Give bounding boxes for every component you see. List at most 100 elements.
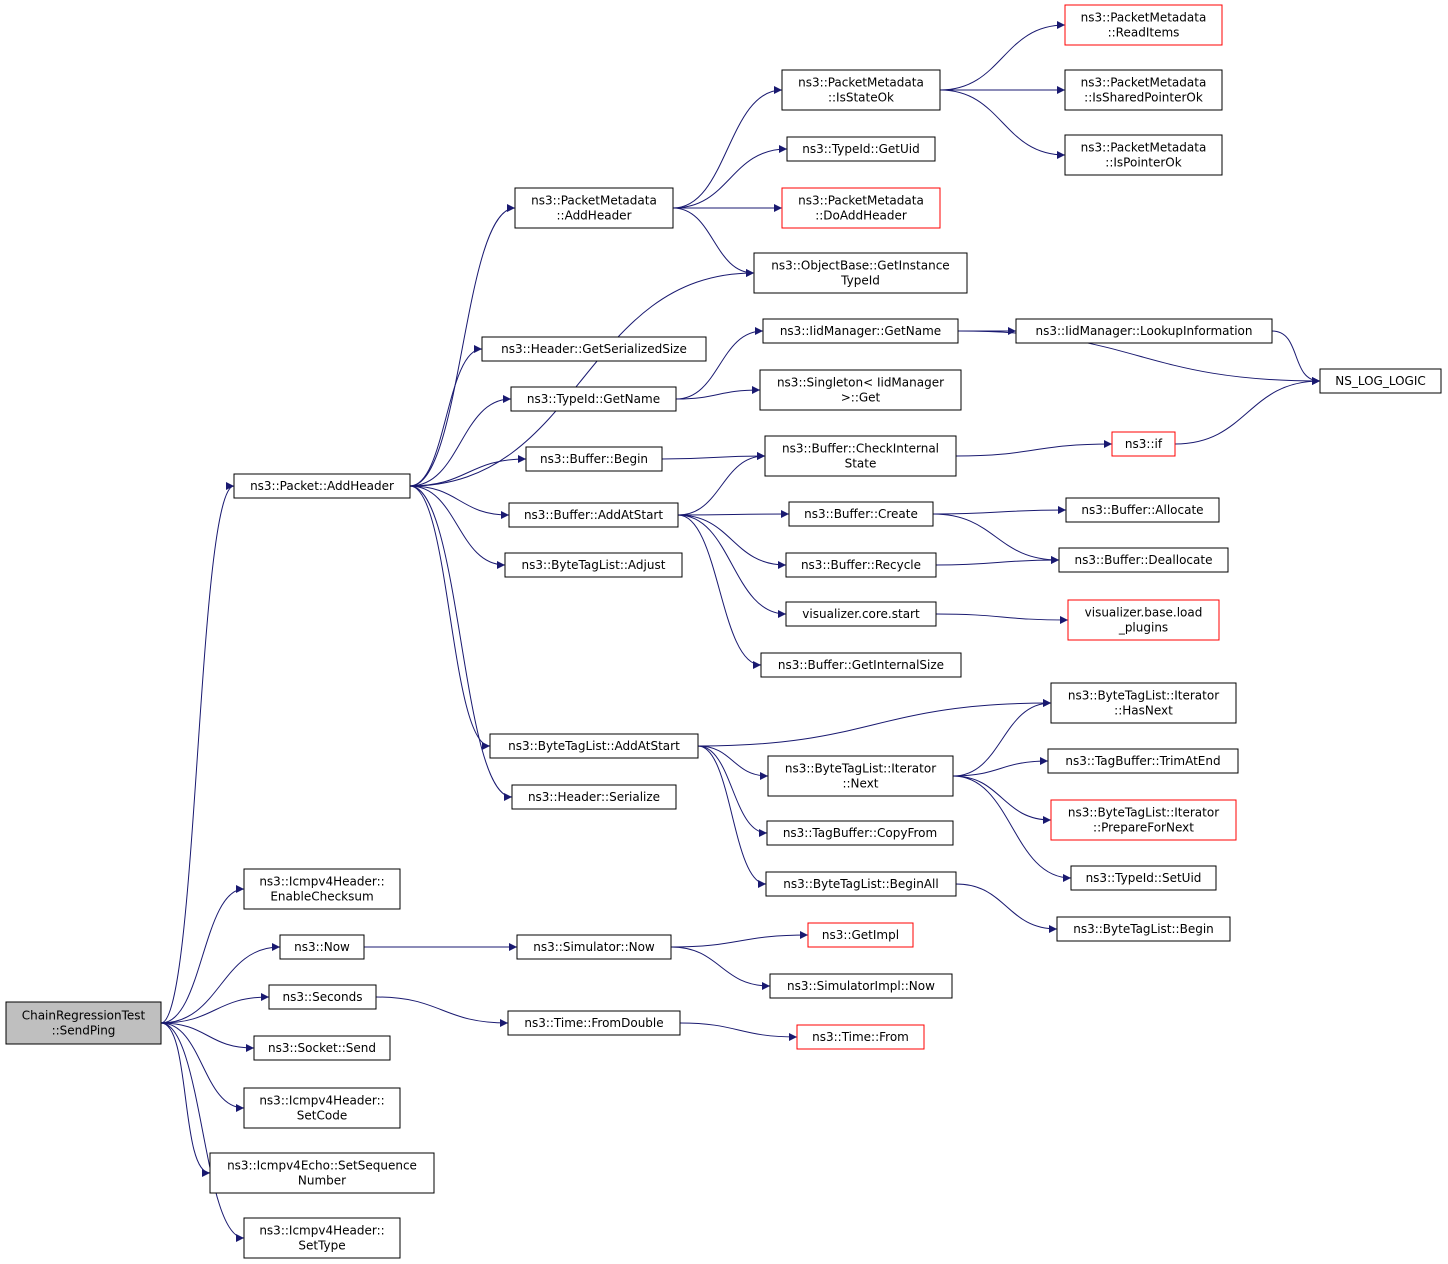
node-simimpl_now[interactable]: ns3::SimulatorImpl::Now	[769, 973, 953, 999]
node-box-icmp_settype[interactable]	[243, 1217, 401, 1259]
node-box-sim_now[interactable]	[516, 934, 672, 960]
node-typeid_getname[interactable]: ns3::TypeId::GetName	[510, 386, 677, 412]
node-box-hdr_serialize[interactable]	[511, 784, 677, 810]
node-sim_now[interactable]: ns3::Simulator::Now	[516, 934, 672, 960]
node-box-iid_getname[interactable]	[762, 318, 959, 344]
node-buffer_recycle[interactable]: ns3::Buffer::Recycle	[785, 552, 937, 578]
node-tagbuf_trimatend[interactable]: ns3::TagBuffer::TrimAtEnd	[1047, 748, 1239, 774]
node-box-socket_send[interactable]	[253, 1035, 391, 1061]
node-hdr_serialize[interactable]: ns3::Header::Serialize	[511, 784, 677, 810]
node-root[interactable]: ChainRegressionTest::SendPing	[5, 1001, 162, 1045]
node-box-vis_base_loadplugins[interactable]	[1067, 599, 1220, 641]
node-box-pm_readitems[interactable]	[1064, 4, 1223, 46]
node-box-icmp_setcode[interactable]	[243, 1087, 401, 1129]
node-buffer_addatstart[interactable]: ns3::Buffer::AddAtStart	[508, 502, 679, 528]
node-getimpl[interactable]: ns3::GetImpl	[807, 922, 914, 948]
node-box-buffer_begin[interactable]	[525, 446, 663, 472]
node-icmp_settype[interactable]: ns3::Icmpv4Header::SetType	[243, 1217, 401, 1259]
node-icmp_enablechecksum[interactable]: ns3::Icmpv4Header::EnableChecksum	[243, 868, 401, 910]
node-box-ob_getinstancetypeid[interactable]	[753, 252, 968, 294]
node-box-ns_log_logic[interactable]	[1319, 368, 1442, 394]
node-box-buffer_recycle[interactable]	[785, 552, 937, 578]
node-box-ns3_if[interactable]	[1111, 431, 1176, 457]
node-hdr_getsersize[interactable]: ns3::Header::GetSerializedSize	[481, 336, 707, 362]
node-box-pm_issharedptrok[interactable]	[1064, 69, 1223, 111]
node-pm_addheader[interactable]: ns3::PacketMetadata::AddHeader	[514, 187, 674, 229]
node-box-btl_iter_hasnext[interactable]	[1050, 682, 1237, 724]
node-box-btl_iter_preparefornext[interactable]	[1050, 799, 1237, 841]
node-box-tagbuf_copyfrom[interactable]	[766, 820, 954, 846]
node-pm_isptrok[interactable]: ns3::PacketMetadata::IsPointerOk	[1064, 134, 1223, 176]
node-box-iid_lookupinfo[interactable]	[1015, 318, 1273, 344]
node-box-buffer_checkinternal[interactable]	[764, 435, 957, 477]
node-box-pm_isstateok[interactable]	[781, 69, 941, 111]
node-tagbuf_copyfrom[interactable]: ns3::TagBuffer::CopyFrom	[766, 820, 954, 846]
node-box-pm_doaddheader[interactable]	[781, 187, 941, 229]
node-time_from[interactable]: ns3::Time::From	[796, 1024, 925, 1050]
node-box-pm_addheader[interactable]	[514, 187, 674, 229]
node-box-echo_setseq[interactable]	[209, 1152, 435, 1194]
node-btl_adjust[interactable]: ns3::ByteTagList::Adjust	[504, 552, 683, 578]
node-box-btl_beginall[interactable]	[765, 871, 957, 897]
node-box-typeid_getname[interactable]	[510, 386, 677, 412]
node-time_fromdouble[interactable]: ns3::Time::FromDouble	[507, 1010, 681, 1036]
node-box-tagbuf_trimatend[interactable]	[1047, 748, 1239, 774]
node-box-btl_addatstart[interactable]	[489, 733, 699, 759]
node-box-btl_adjust[interactable]	[504, 552, 683, 578]
node-btl_begin[interactable]: ns3::ByteTagList::Begin	[1056, 916, 1231, 942]
node-buffer_deallocate[interactable]: ns3::Buffer::Deallocate	[1058, 547, 1229, 573]
node-box-seconds[interactable]	[268, 984, 377, 1010]
node-box-singleton_get[interactable]	[759, 369, 962, 411]
node-buffer_begin[interactable]: ns3::Buffer::Begin	[525, 446, 663, 472]
node-buffer_allocate[interactable]: ns3::Buffer::Allocate	[1065, 497, 1220, 523]
node-box-icmp_enablechecksum[interactable]	[243, 868, 401, 910]
node-box-buffer_addatstart[interactable]	[508, 502, 679, 528]
node-btl_addatstart[interactable]: ns3::ByteTagList::AddAtStart	[489, 733, 699, 759]
node-box-pkt_addheader[interactable]	[233, 473, 411, 499]
node-pm_readitems[interactable]: ns3::PacketMetadata::ReadItems	[1064, 4, 1223, 46]
node-box-now[interactable]	[279, 934, 365, 960]
node-box-simimpl_now[interactable]	[769, 973, 953, 999]
node-pm_doaddheader[interactable]: ns3::PacketMetadata::DoAddHeader	[781, 187, 941, 229]
node-btl_beginall[interactable]: ns3::ByteTagList::BeginAll	[765, 871, 957, 897]
node-box-buffer_create[interactable]	[788, 501, 934, 527]
node-box-buffer_getinternalsize[interactable]	[760, 652, 962, 678]
node-box-getimpl[interactable]	[807, 922, 914, 948]
node-btl_iter_next[interactable]: ns3::ByteTagList::Iterator::Next	[767, 755, 954, 797]
node-box-typeid_setuid[interactable]	[1070, 865, 1217, 891]
node-box-hdr_getsersize[interactable]	[481, 336, 707, 362]
node-buffer_getinternalsize[interactable]: ns3::Buffer::GetInternalSize	[760, 652, 962, 678]
node-box-buffer_allocate[interactable]	[1065, 497, 1220, 523]
node-icmp_setcode[interactable]: ns3::Icmpv4Header::SetCode	[243, 1087, 401, 1129]
node-btl_iter_preparefornext[interactable]: ns3::ByteTagList::Iterator::PrepareForNe…	[1050, 799, 1237, 841]
node-vis_base_loadplugins[interactable]: visualizer.base.load_plugins	[1067, 599, 1220, 641]
node-typeid_setuid[interactable]: ns3::TypeId::SetUid	[1070, 865, 1217, 891]
node-typeid_getuid[interactable]: ns3::TypeId::GetUid	[786, 136, 936, 162]
node-ns_log_logic[interactable]: NS_LOG_LOGIC	[1319, 368, 1442, 394]
node-box-typeid_getuid[interactable]	[786, 136, 936, 162]
node-ns3_if[interactable]: ns3::if	[1111, 431, 1176, 457]
node-box-btl_begin[interactable]	[1056, 916, 1231, 942]
node-box-buffer_deallocate[interactable]	[1058, 547, 1229, 573]
node-box-time_fromdouble[interactable]	[507, 1010, 681, 1036]
node-box-vis_core_start[interactable]	[785, 601, 937, 627]
node-box-time_from[interactable]	[796, 1024, 925, 1050]
node-pm_isstateok[interactable]: ns3::PacketMetadata::IsStateOk	[781, 69, 941, 111]
node-singleton_get[interactable]: ns3::Singleton< IidManager>::Get	[759, 369, 962, 411]
node-iid_getname[interactable]: ns3::IidManager::GetName	[762, 318, 959, 344]
node-box-btl_iter_next[interactable]	[767, 755, 954, 797]
node-seconds[interactable]: ns3::Seconds	[268, 984, 377, 1010]
node-vis_core_start[interactable]: visualizer.core.start	[785, 601, 937, 627]
node-pm_issharedptrok[interactable]: ns3::PacketMetadata::IsSharedPointerOk	[1064, 69, 1223, 111]
node-now[interactable]: ns3::Now	[279, 934, 365, 960]
node-iid_lookupinfo[interactable]: ns3::IidManager::LookupInformation	[1015, 318, 1273, 344]
node-pkt_addheader[interactable]: ns3::Packet::AddHeader	[233, 473, 411, 499]
node-buffer_create[interactable]: ns3::Buffer::Create	[788, 501, 934, 527]
node-box-pm_isptrok[interactable]	[1064, 134, 1223, 176]
node-box-root[interactable]	[5, 1001, 162, 1045]
node-btl_iter_hasnext[interactable]: ns3::ByteTagList::Iterator::HasNext	[1050, 682, 1237, 724]
node-socket_send[interactable]: ns3::Socket::Send	[253, 1035, 391, 1061]
